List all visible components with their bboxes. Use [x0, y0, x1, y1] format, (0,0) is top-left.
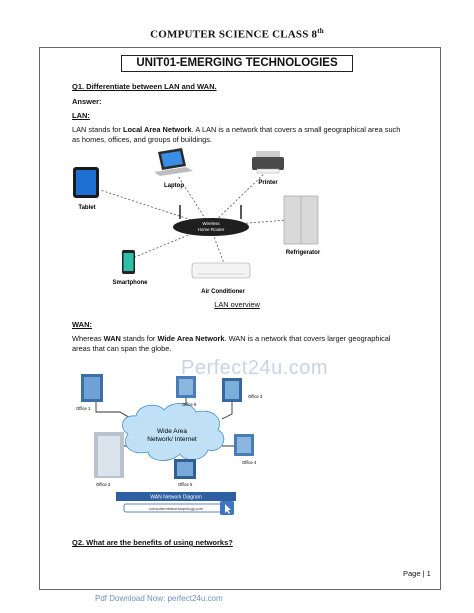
wan-text-1: Whereas — [72, 334, 104, 343]
smartphone-icon — [122, 250, 135, 274]
laptop-icon — [154, 148, 193, 176]
page-number: Page | 1 — [403, 569, 431, 578]
building-icon-office-3 — [222, 378, 242, 402]
url-text: computernetworktopology.com — [149, 506, 204, 511]
lan-text-3: . A LAN is a network that covers a small… — [72, 125, 401, 144]
lan-diagram: Tablet Laptop Printer Wireless Home Rout… — [73, 148, 321, 295]
wan-paragraph: Whereas WAN stands for Wide Area Network… — [72, 334, 402, 354]
router-label-2: Home Router — [198, 227, 225, 232]
office-label-2: Office 2 — [96, 482, 111, 487]
wan-text-5: . WAN is a network that covers larger ge… — [72, 334, 391, 353]
building-icon-office-1 — [81, 374, 103, 402]
router-icon — [173, 205, 249, 236]
wan-diagram: Wide Area Network/ Internet Office 1 Off… — [76, 374, 263, 515]
question-1: Q1. Differentiate between LAN and WAN. — [72, 82, 217, 91]
lan-text-2: Local Area Network — [122, 125, 192, 134]
router-label-1: Wireless — [202, 221, 220, 226]
header-superscript: th — [317, 27, 324, 35]
office-label-3: Office 3 — [248, 394, 263, 399]
wan-banner — [116, 492, 236, 501]
footer-link[interactable]: Pdf Download Now: perfect24u.com — [95, 594, 223, 603]
building-icon-office-6 — [176, 376, 196, 398]
wan-heading: WAN: — [72, 320, 92, 329]
header-title: COMPUTER SCIENCE CLASS 8 — [150, 28, 318, 41]
building-icon-office-4 — [234, 434, 254, 456]
wan-text-2: WAN — [103, 334, 121, 343]
page-border — [39, 47, 441, 590]
refrigerator-icon — [283, 195, 319, 245]
page-header: COMPUTER SCIENCE CLASS 8th — [0, 27, 474, 41]
device-label-laptop: Laptop — [164, 183, 184, 189]
lan-paragraph: LAN stands for Local Area Network. A LAN… — [72, 125, 402, 145]
device-label-tablet: Tablet — [78, 205, 95, 211]
air-conditioner-icon — [191, 262, 251, 279]
office-label-4: Office 4 — [242, 460, 257, 465]
wan-text-4: Wide Area Network — [157, 334, 225, 343]
watermark: Perfect24u.com — [181, 357, 329, 379]
wan-text-3: stands for — [120, 334, 158, 343]
office-label-5: Office 5 — [178, 482, 193, 487]
building-icon-office-2 — [94, 432, 124, 478]
printer-icon — [252, 151, 284, 174]
lan-caption: LAN overview — [214, 300, 260, 309]
lan-links — [99, 167, 289, 267]
office-label-1: Office 1 — [76, 406, 91, 411]
office-label-6: Office 6 — [182, 402, 197, 407]
device-label-smartphone: Smartphone — [112, 280, 148, 286]
cloud-shape — [122, 403, 225, 461]
cloud-label-2: Network/ Internet — [147, 436, 197, 443]
wan-banner-text: WAN Network Diagram — [150, 495, 202, 501]
unit-title: UNIT01-EMERGING TECHNOLOGIES — [121, 55, 353, 72]
building-icon-office-5 — [174, 459, 196, 479]
cursor-icon — [220, 501, 234, 515]
answer-label: Answer: — [72, 97, 102, 106]
device-label-refrigerator: Refrigerator — [286, 250, 321, 256]
device-label-printer: Printer — [258, 180, 278, 186]
tablet-icon — [73, 167, 99, 198]
cloud-label-1: Wide Area — [157, 428, 187, 435]
lan-heading: LAN: — [72, 111, 90, 120]
question-2: Q2. What are the benefits of using netwo… — [72, 538, 233, 547]
lan-text-1: LAN stands for — [72, 125, 123, 134]
device-label-air-conditioner: Air Conditioner — [201, 289, 245, 295]
